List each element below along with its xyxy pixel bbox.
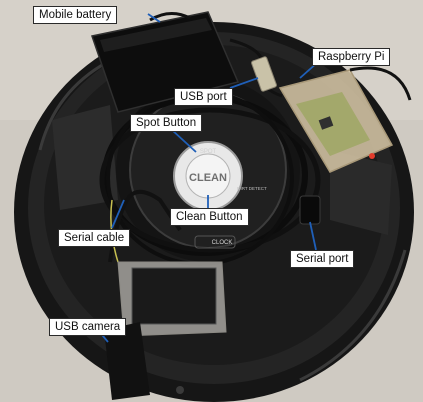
serial-cable-label: Serial cable (58, 229, 131, 247)
clock-button-text: CLOCK (212, 240, 233, 246)
spot-button-label: Spot Button (130, 114, 203, 132)
usb-port-plug (251, 56, 277, 92)
dirt-detect-text: DIRT DETECT (237, 186, 267, 191)
mobile-battery-label: Mobile battery (33, 6, 118, 24)
mobile-battery-edge (100, 18, 212, 52)
serial-port (299, 195, 321, 225)
usb-camera-label: USB camera (49, 318, 127, 336)
usb-camera-body (131, 267, 217, 325)
spot-button-text: SPOT (200, 149, 217, 155)
raspberry-pi-led (369, 153, 375, 159)
serial-port-label: Serial port (290, 250, 355, 268)
clean-button-text: CLEAN (189, 172, 227, 184)
pi-rear-cable (349, 66, 412, 101)
usb-camera-cable (104, 322, 150, 400)
right-top-panel (330, 150, 392, 235)
raspberry-pi-board (296, 92, 370, 156)
arrow-usb-port (229, 77, 259, 89)
arrow-serial-port (309, 221, 317, 251)
raspberry-pi-chip (318, 116, 334, 130)
arrow-mobile-battery (147, 13, 161, 23)
coiled-cable-2 (99, 107, 321, 253)
clock-button (194, 235, 236, 249)
arrow-serial-cable (111, 199, 125, 229)
usb-port-label: USB port (174, 88, 233, 106)
arrow-spot-button (171, 129, 197, 153)
raspberry-pi-label: Raspberry Pi (312, 48, 391, 66)
robot-screw (176, 386, 184, 394)
bumper-seam-right (299, 249, 407, 382)
clean-button-label: Clean Button (170, 208, 249, 226)
